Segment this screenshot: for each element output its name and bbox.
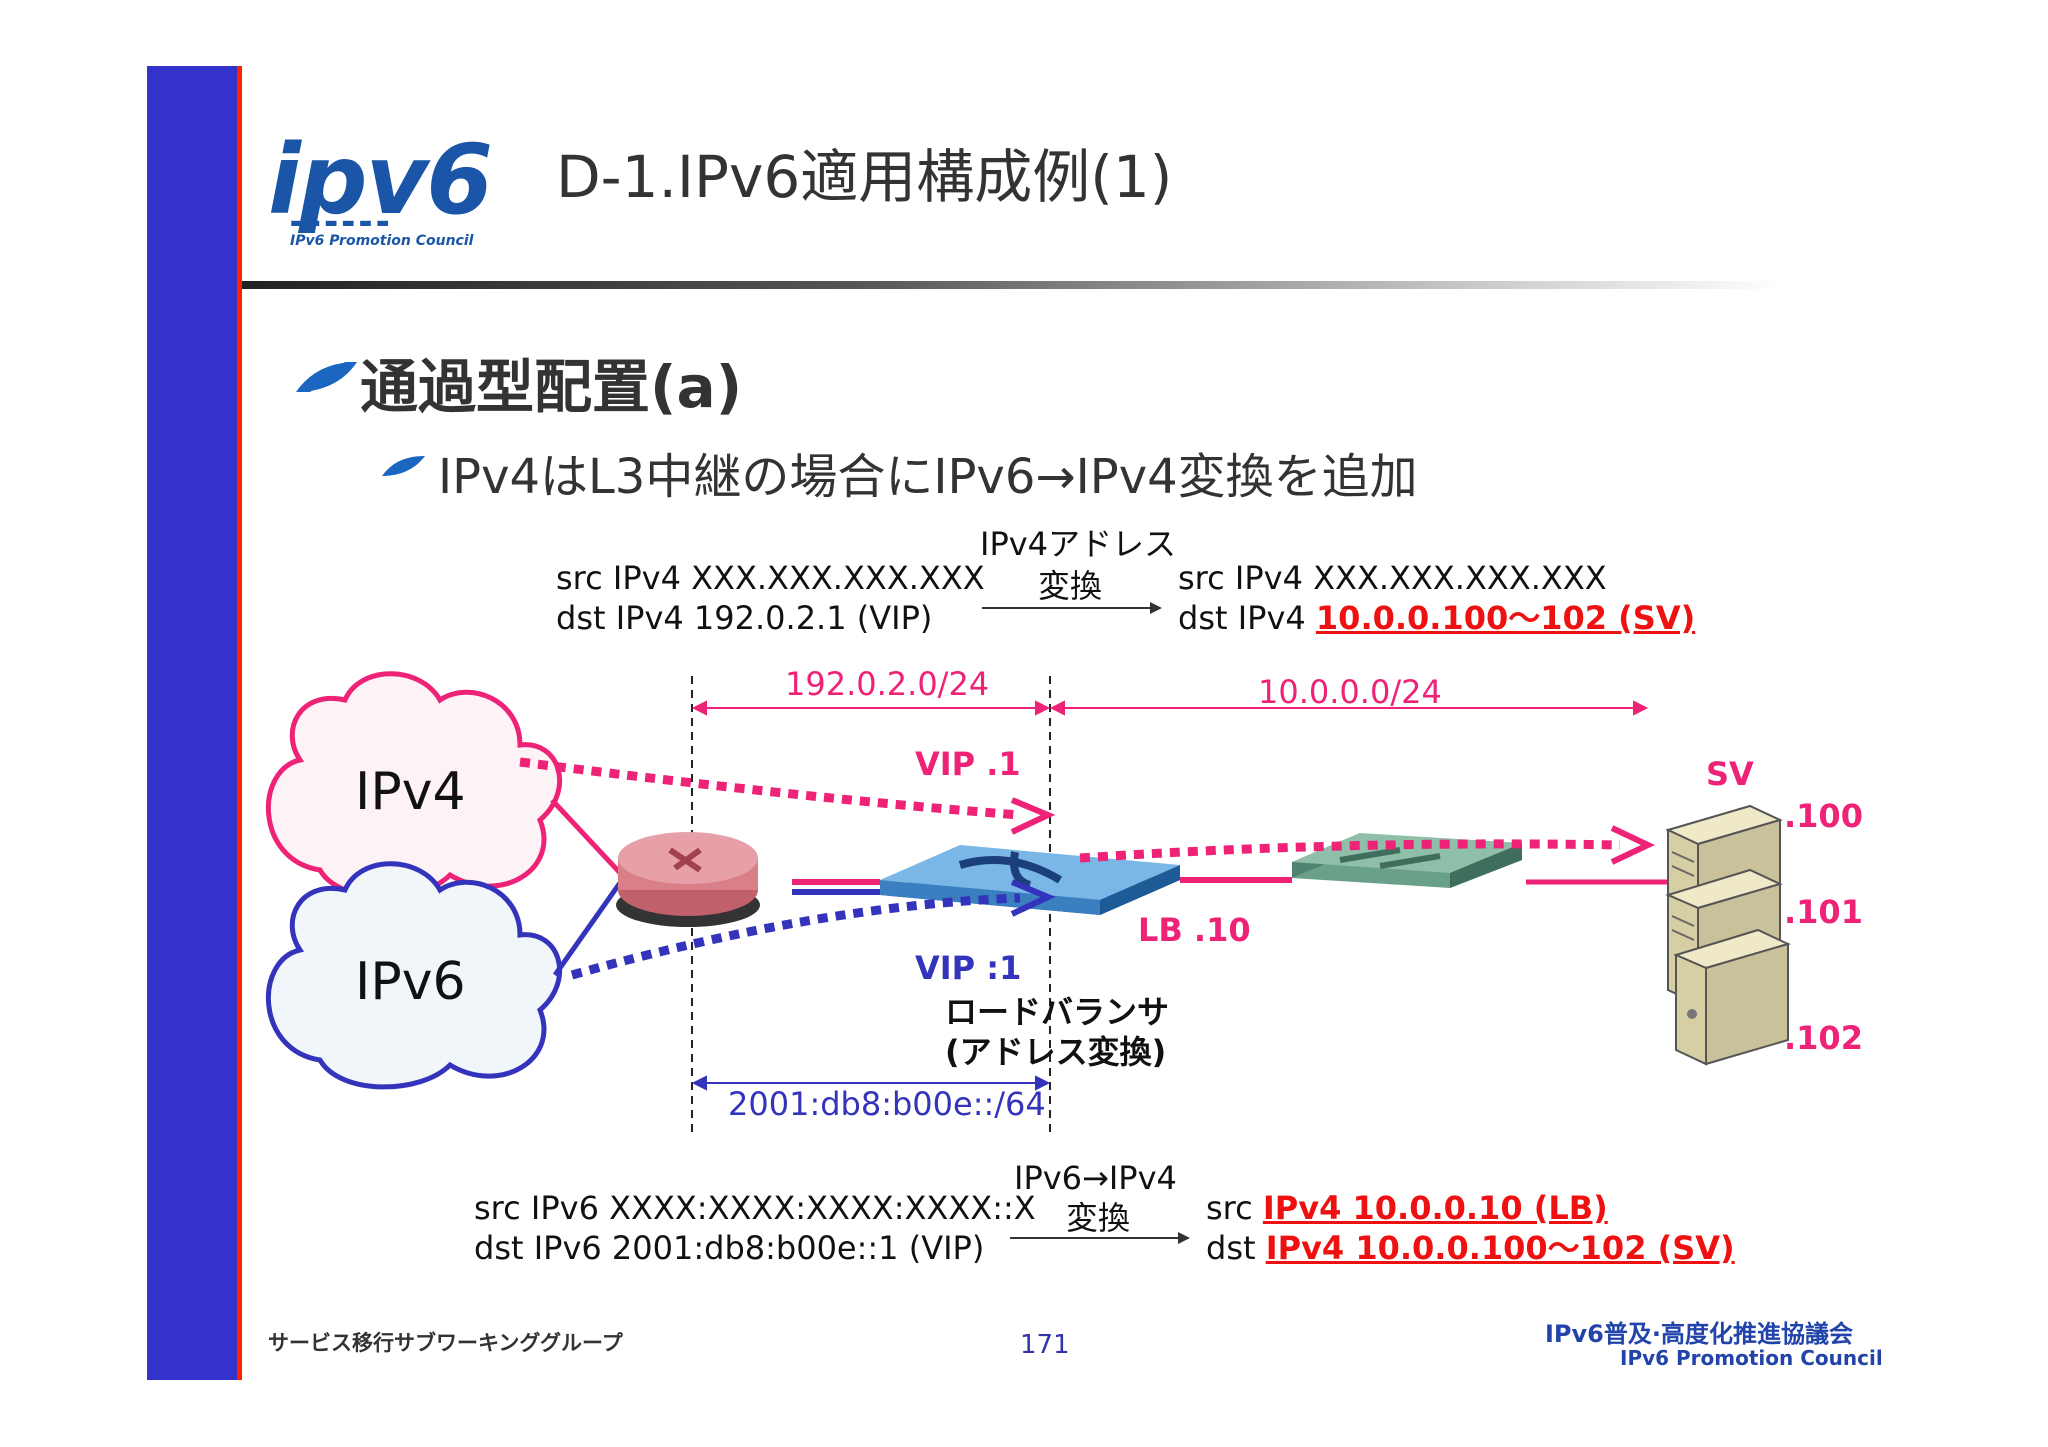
slide-title: D-1.IPv6適用構成例(1) bbox=[556, 143, 1173, 211]
page-number: 171 bbox=[1020, 1330, 1070, 1360]
top-arrow-label-2: 変換 bbox=[1038, 567, 1103, 605]
bottom-out-src-highlight: IPv4 10.0.0.10 (LB) bbox=[1262, 1189, 1608, 1227]
ipv6-link bbox=[552, 878, 625, 977]
top-src-line: src IPv4 XXX.XXX.XXX.XXX bbox=[556, 559, 985, 597]
lb-server-flow-arrowhead bbox=[1610, 825, 1656, 865]
net-v6-range bbox=[691, 1075, 1051, 1091]
net-v4-back-range bbox=[1049, 700, 1649, 716]
net-v6-label: 2001:db8:b00e::/64 bbox=[728, 1085, 1046, 1123]
lb-name-line-1: ロードバランサ bbox=[945, 993, 1170, 1031]
vip-v4-label: VIP .1 bbox=[915, 745, 1021, 783]
bottom-out-dst-highlight: IPv4 10.0.0.100～102 (SV) bbox=[1265, 1229, 1735, 1267]
router-icon bbox=[616, 832, 760, 927]
server-label: SV bbox=[1706, 755, 1754, 793]
server-101-label: .101 bbox=[1784, 893, 1863, 931]
lb-name-line-2: (アドレス変換) bbox=[945, 1033, 1167, 1071]
top-out-dst-line: dst IPv4 10.0.0.100～102 (SV) bbox=[1178, 599, 1696, 637]
ipv4-flow bbox=[519, 757, 1021, 820]
top-out-dst-highlight: 10.0.0.100～102 (SV) bbox=[1315, 599, 1696, 637]
main-heading: 通過型配置(a) bbox=[360, 353, 743, 421]
ipv6-cloud-label: IPv6 bbox=[355, 952, 466, 1012]
ipv4-cloud-label: IPv4 bbox=[355, 762, 466, 822]
bottom-out-dst-line: dst IPv4 10.0.0.100～102 (SV) bbox=[1206, 1229, 1735, 1267]
bottom-arrow-label-1: IPv6→IPv4 bbox=[1014, 1159, 1177, 1197]
footer-group-name: サービス移行サブワーキンググループ bbox=[268, 1331, 623, 1355]
top-arrow-label-1: IPv4アドレス bbox=[980, 525, 1177, 563]
sub-heading: IPv4はL3中継の場合にIPv6→IPv4変換を追加 bbox=[438, 449, 1418, 505]
bottom-arrow-label-2: 変換 bbox=[1066, 1199, 1131, 1237]
server-stack-icon bbox=[1665, 804, 1791, 1066]
footer-org-jp: IPv6普及·高度化推進協議会 bbox=[1545, 1320, 1853, 1348]
bottom-src-line: src IPv6 XXXX:XXXX:XXXX:XXXX::X bbox=[474, 1189, 1036, 1227]
ipv6-logo: ipv6 bbox=[268, 124, 493, 236]
server-102-label: .102 bbox=[1784, 1019, 1863, 1057]
bottom-dst-line: dst IPv6 2001:db8:b00e::1 (VIP) bbox=[474, 1229, 985, 1267]
title-rule bbox=[242, 281, 1782, 289]
bottom-out-src-line: src IPv4 10.0.0.10 (LB) bbox=[1206, 1189, 1608, 1227]
server-100-label: .100 bbox=[1784, 797, 1863, 835]
bullet-main-shape bbox=[296, 362, 357, 392]
footer-org-en: IPv6 Promotion Council bbox=[1620, 1346, 1883, 1370]
net-v4-front-range bbox=[691, 700, 1051, 716]
server-icon bbox=[1673, 928, 1791, 1066]
top-dst-line: dst IPv4 192.0.2.1 (VIP) bbox=[556, 599, 933, 637]
ipv4-flow-arrowhead bbox=[1010, 797, 1056, 835]
ipv6-flow-arrowhead bbox=[1010, 879, 1056, 917]
ipv4-link bbox=[550, 798, 624, 877]
logo-subtitle: IPv6 Promotion Council bbox=[290, 233, 474, 249]
left-sidebar-bar bbox=[147, 66, 237, 1380]
net-v4-back-label: 10.0.0.0/24 bbox=[1258, 673, 1442, 711]
sidebar-accent-line bbox=[237, 66, 242, 1380]
lb-server-flow bbox=[1079, 839, 1621, 863]
top-out-src-line: src IPv4 XXX.XXX.XXX.XXX bbox=[1178, 559, 1607, 597]
net-v4-front-label: 192.0.2.0/24 bbox=[785, 665, 990, 703]
vip-v6-label: VIP :1 bbox=[915, 949, 1022, 987]
logo-dots: ▬▬▬▬▬▬ bbox=[290, 215, 394, 231]
ipv6-flow bbox=[570, 893, 1021, 980]
lb-address-label: LB .10 bbox=[1138, 911, 1251, 949]
ipv6-cloud-icon bbox=[265, 861, 563, 1090]
bullet-sub bbox=[382, 456, 425, 476]
ipv4-cloud-icon bbox=[265, 671, 563, 900]
